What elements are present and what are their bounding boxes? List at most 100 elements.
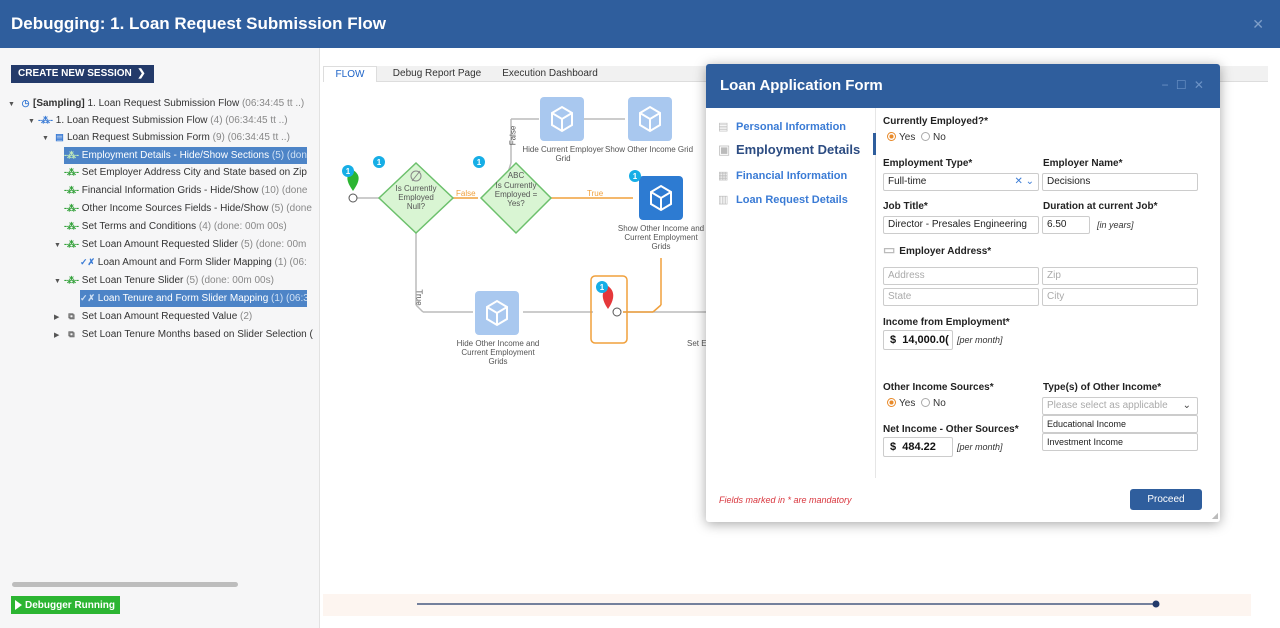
badge-label: 1	[476, 158, 482, 167]
person-card-icon: ▤	[718, 121, 729, 133]
mapping-icon: ✓✗	[80, 293, 96, 303]
nav-personal-information[interactable]: ▤Personal Information	[718, 121, 847, 133]
edge-true-vertical-label: True	[414, 289, 424, 306]
net-income-label: Net Income - Other Sources*	[883, 424, 1019, 435]
employer-name-input[interactable]: Decisions	[1042, 173, 1198, 191]
decision-is-yes[interactable]	[479, 161, 553, 235]
null-icon-slash	[411, 170, 421, 182]
chart-icon: ▦	[718, 170, 729, 182]
other-types-label: Type(s) of Other Income*	[1043, 382, 1162, 393]
clear-chevron-icon[interactable]: ✕ ⌄	[1014, 176, 1034, 187]
badge-label: 1	[345, 167, 351, 176]
currently-employed-yes[interactable]: Yes	[887, 132, 915, 143]
employer-address-heading: ▭Employer Address*	[883, 242, 992, 257]
flow-diagram	[342, 97, 708, 344]
employment-type-label: Employment Type*	[883, 158, 973, 169]
resize-handle-icon[interactable]: ◢	[1211, 511, 1218, 520]
debugger-running-status: Debugger Running	[11, 596, 120, 614]
timeline-bar	[323, 594, 1251, 616]
edge-false-vertical-label: False	[508, 125, 518, 146]
decision-abc-label: ABC	[507, 171, 525, 180]
merge-node	[612, 307, 622, 317]
node-show-other-current-label: Show Other Income and Current Employment…	[617, 224, 705, 251]
decision-is-yes-label: Is Currently Employed = Yes?	[494, 181, 538, 208]
tree-horizontal-scrollbar[interactable]	[12, 582, 238, 587]
state-input[interactable]: State	[883, 288, 1039, 306]
caret-down-icon: ▼	[42, 135, 49, 142]
caret-down-icon: ▼	[54, 278, 61, 285]
node-set-e-label: Set E	[687, 339, 707, 348]
form-icon: ▤	[55, 132, 64, 142]
tree-item-employment-details[interactable]: -⁂- Employment Details - Hide/Show Secti…	[64, 147, 307, 164]
cube-icon	[486, 299, 508, 327]
income-unit: [per month]	[957, 335, 1003, 345]
tree-item-form[interactable]: ▼▤Loan Request Submission Form (9) (06:3…	[42, 129, 318, 146]
cube-icon	[639, 105, 661, 133]
income-label: Income from Employment*	[883, 317, 1010, 328]
tree-item-set-employer-address[interactable]: -⁂- Set Employer Address City and State …	[64, 164, 318, 181]
tree-item-flow[interactable]: ▼-⁂- 1. Loan Request Submission Flow (4)…	[28, 112, 318, 129]
edge-true-corner	[415, 304, 424, 313]
chevron-down-icon: ⌄	[1182, 400, 1191, 411]
tree-item-loan-tenure-slider[interactable]: ▼-⁂- Set Loan Tenure Slider (5) (done: 0…	[54, 272, 318, 289]
radio-icon	[921, 132, 930, 141]
nav-loan-request-details[interactable]: ▥Loan Request Details	[718, 194, 848, 206]
rule-flow-icon: -⁂-	[64, 239, 79, 249]
nav-employment-details[interactable]: ▣Employment Details	[718, 142, 861, 157]
tree-item-set-loan-tenure-months[interactable]: ▶⧉ Set Loan Tenure Months based on Slide…	[54, 326, 318, 343]
cube-icon	[551, 105, 573, 133]
tree-item-loan-tenure-mapping[interactable]: ✓✗ Loan Tenure and Form Slider Mapping (…	[80, 290, 307, 307]
close-icon[interactable]: ✕	[1252, 16, 1264, 32]
tree-item-set-terms[interactable]: -⁂- Set Terms and Conditions (4) (done: …	[64, 218, 318, 235]
tree-item-loan-amount-slider[interactable]: ▼-⁂- Set Loan Amount Requested Slider (5…	[54, 236, 318, 253]
other-income-yes[interactable]: Yes	[887, 398, 915, 409]
clock-icon: ◷	[21, 98, 30, 108]
tree-item-other-income-fields[interactable]: -⁂- Other Income Sources Fields - Hide/S…	[64, 200, 318, 217]
zip-input[interactable]: Zip	[1042, 267, 1198, 285]
other-type-item[interactable]: Educational Income	[1042, 415, 1198, 433]
tab-execution-dashboard[interactable]: Execution Dashboard	[502, 68, 598, 79]
currently-employed-no[interactable]: No	[921, 132, 946, 143]
radio-icon	[921, 398, 930, 407]
nav-financial-information[interactable]: ▦Financial Information	[718, 170, 848, 182]
mandatory-note: Fields marked in * are mandatory	[719, 495, 852, 505]
decision-is-null[interactable]	[377, 161, 455, 235]
flow-icon: -⁂-	[38, 115, 53, 125]
job-title-input[interactable]: Director - Presales Engineering	[883, 216, 1039, 234]
other-types-select[interactable]: Please select as applicable⌄	[1042, 397, 1198, 415]
subflow-icon: ⧉	[68, 329, 75, 339]
other-income-no[interactable]: No	[921, 398, 946, 409]
caret-down-icon: ▼	[54, 242, 61, 249]
duration-label: Duration at current Job*	[1043, 201, 1158, 212]
tree-item-financial-grids[interactable]: -⁂- Financial Information Grids - Hide/S…	[64, 182, 318, 199]
create-new-session-button[interactable]: CREATE NEW SESSION ❯	[11, 65, 154, 83]
badge-label: 1	[632, 172, 638, 181]
window-controls[interactable]: − ☐ ✕	[1161, 78, 1206, 92]
tree-item-sampling[interactable]: ▼◷[Sampling] 1. Loan Request Submission …	[8, 95, 318, 112]
address-input[interactable]: Address	[883, 267, 1039, 285]
other-income-label: Other Income Sources*	[883, 382, 994, 393]
edge-false-label: False	[456, 189, 476, 198]
caret-right-icon: ▶	[54, 332, 60, 339]
tab-debug-report-page[interactable]: Debug Report Page	[392, 68, 482, 79]
proceed-button[interactable]: Proceed	[1130, 489, 1202, 510]
tab-flow[interactable]: FLOW	[323, 66, 377, 82]
window-header: Debugging: 1. Loan Request Submission Fl…	[0, 0, 1280, 48]
employment-type-select[interactable]: Full-time✕ ⌄	[883, 173, 1039, 191]
city-input[interactable]: City	[1042, 288, 1198, 306]
timeline-handle[interactable]	[1152, 600, 1160, 608]
flow-canvas[interactable]: 1 1 1 1 1 Is Currently Employed Null? AB…	[323, 83, 1268, 593]
net-income-input[interactable]: $ 484.22	[883, 437, 953, 457]
hit-count-badge	[342, 165, 354, 177]
duration-input[interactable]: 6.50	[1042, 216, 1090, 234]
caret-down-icon: ▼	[28, 118, 35, 125]
tree-item-loan-amount-mapping[interactable]: ✓✗ Loan Amount and Form Slider Mapping (…	[80, 254, 318, 271]
other-type-item[interactable]: Investment Income	[1042, 433, 1198, 451]
node-hide-current-grid-label: Hide Current Employer Grid	[522, 145, 604, 163]
income-input[interactable]: $ 14,000.0(	[883, 330, 953, 350]
edge-return-corner	[652, 304, 662, 313]
tree-item-set-loan-amount-value[interactable]: ▶⧉ Set Loan Amount Requested Value (2)	[54, 308, 318, 325]
briefcase-icon: ▣	[718, 142, 731, 157]
badge-label: 1	[376, 158, 382, 167]
badge-label: 1	[599, 283, 605, 292]
